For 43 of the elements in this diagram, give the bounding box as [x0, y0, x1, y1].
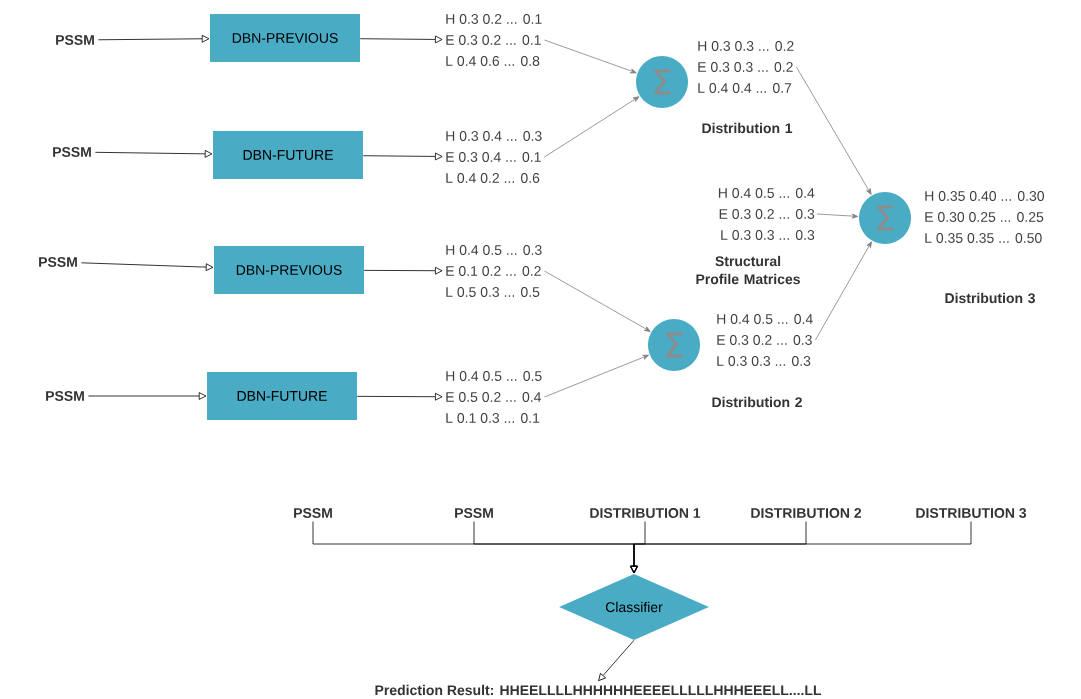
- arrow: [362, 152, 443, 161]
- arrow: [544, 96, 640, 158]
- process-box: DBN-FUTURE: [213, 131, 363, 179]
- feature-label: DISTRIBUTION 2: [751, 508, 862, 518]
- process-box: DBN-PREVIOUS: [214, 246, 364, 294]
- input-label: PSSM: [39, 257, 77, 267]
- input-label: PSSM: [46, 391, 84, 401]
- feature-label: DISTRIBUTION 1: [590, 508, 701, 518]
- probability-matrix: H 0.4 0.5 ... 0.4 E 0.3 0.2 ... 0.3 L 0.3 0.3 ... 0.3: [718, 188, 815, 240]
- probability-matrix: H 0.3 0.2 ... 0.1 E 0.3 0.2 ... 0.1 L 0.4 0.6 ... 0.8: [446, 14, 542, 66]
- matrix-caption: Distribution 3: [945, 292, 1035, 304]
- probability-matrix: H 0.4 0.5 ... 0.3 E 0.1 0.2 ... 0.2 L 0.5 0.3 ... 0.5: [446, 245, 542, 297]
- arrow: [356, 392, 443, 401]
- arrow: [97, 34, 210, 43]
- arrow: [80, 262, 214, 271]
- matrix-caption: Distribution 1: [702, 122, 793, 134]
- arrow: [544, 270, 651, 332]
- probability-matrix: H 0.3 0.3 ... 0.2 E 0.3 0.3 ... 0.2 L 0.4 0.4 ... 0.7: [698, 41, 794, 93]
- probability-matrix: H 0.3 0.4 ... 0.3 E 0.3 0.4 ... 0.1 L 0.4 0.2 ... 0.6: [446, 131, 542, 183]
- probability-matrix: H 0.4 0.5 ... 0.5 E 0.5 0.2 ... 0.4 L 0.1 0.3 ... 0.1: [446, 371, 542, 423]
- arrow: [630, 521, 972, 574]
- result-text: Prediction Result: HHEELLLLHHHHHHEEEELLLLLHHHEEELL....LL: [375, 684, 822, 696]
- process-box: DBN-PREVIOUS: [210, 14, 360, 62]
- matrix-caption: Structural Profile Matrices: [696, 255, 800, 285]
- probability-matrix: H 0.35 0.40 ... 0.30 E 0.30 0.25 ... 0.25 L 0.35 0.35 ... 0.50: [925, 191, 1045, 243]
- arrow: [796, 66, 872, 195]
- arrow: [544, 354, 650, 398]
- feature-label: PSSM: [294, 508, 332, 518]
- matrix-caption: Distribution 2: [712, 396, 802, 408]
- probability-matrix: H 0.4 0.5 ... 0.4 E 0.3 0.2 ... 0.3 L 0.3 0.3 ... 0.3: [717, 314, 813, 366]
- arrow: [544, 39, 637, 74]
- arrow: [815, 241, 872, 341]
- input-label: PSSM: [56, 35, 94, 45]
- arrow: [816, 213, 859, 219]
- arrow: [87, 392, 207, 400]
- feature-label: PSSM: [455, 508, 493, 518]
- arrow: [359, 35, 443, 44]
- process-box: DBN-FUTURE: [207, 372, 357, 420]
- input-label: PSSM: [53, 147, 91, 157]
- arrow: [94, 150, 213, 158]
- feature-label: DISTRIBUTION 3: [916, 508, 1027, 518]
- arrow: [363, 266, 443, 275]
- arrow: [598, 639, 635, 682]
